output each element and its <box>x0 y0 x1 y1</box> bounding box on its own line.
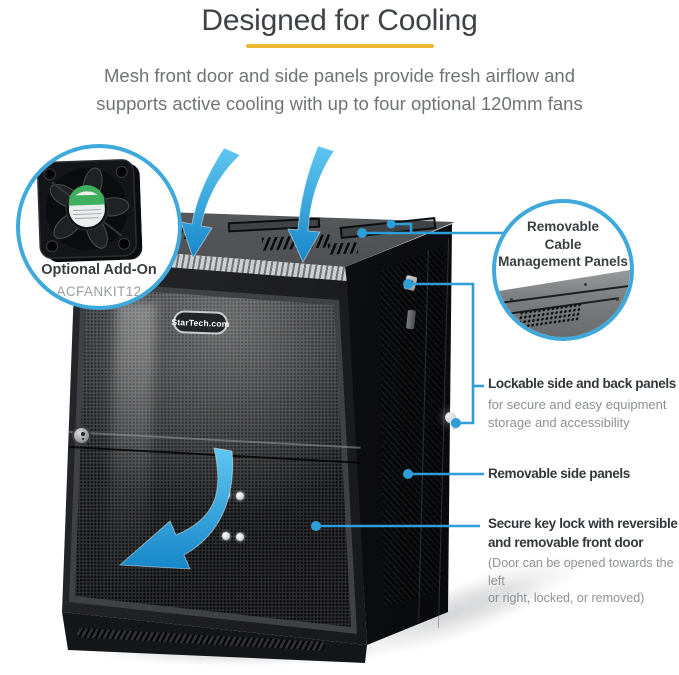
callout-removable-side-panels: Removable side panels <box>488 465 630 484</box>
cable-rail <box>496 284 630 305</box>
top-vent <box>327 242 359 255</box>
callout-title: Removable side panels <box>488 466 630 481</box>
screw-dot <box>584 283 587 286</box>
title-underline <box>245 44 434 48</box>
front-door-lock-icon <box>72 426 91 445</box>
mounting-hole <box>236 533 244 541</box>
fan-callout-circle: Optional Add-On ACFANKIT12 <box>16 144 182 310</box>
callout-secure-key-lock: Secure key lock with reversible and remo… <box>488 515 679 608</box>
callout-desc: (Door can be opened towards the left or … <box>488 555 674 606</box>
mounting-hole <box>222 532 230 540</box>
mounting-hole <box>222 491 230 499</box>
fan-callout-title: Optional Add-On <box>41 262 157 278</box>
callout-desc: for secure and easy equipment storage an… <box>488 396 667 431</box>
panel-vent-holes <box>516 302 582 330</box>
screw-dot <box>616 298 619 301</box>
callout-title: Lockable side and back panels <box>488 376 676 391</box>
fan-callout-sku: ACFANKIT12 <box>56 284 142 299</box>
page-title: Designed for Cooling <box>201 4 478 37</box>
cable-callout-label: Removable Cable Management Panels <box>498 219 628 270</box>
cooling-fan-icon <box>36 159 143 263</box>
callout-title: Secure key lock with reversible and remo… <box>488 516 678 550</box>
cable-callout-circle: Removable Cable Management Panels <box>492 199 634 341</box>
key-icon <box>445 412 456 423</box>
mounting-hole <box>236 492 244 500</box>
brand-label: StarTech.com <box>171 316 230 329</box>
callout-lockable-panels: Lockable side and back panels for secure… <box>488 375 676 433</box>
subtitle: Mesh front door and side panels provide … <box>96 65 583 114</box>
brand-badge: StarTech.com <box>171 310 230 335</box>
screw-dot <box>510 298 513 301</box>
